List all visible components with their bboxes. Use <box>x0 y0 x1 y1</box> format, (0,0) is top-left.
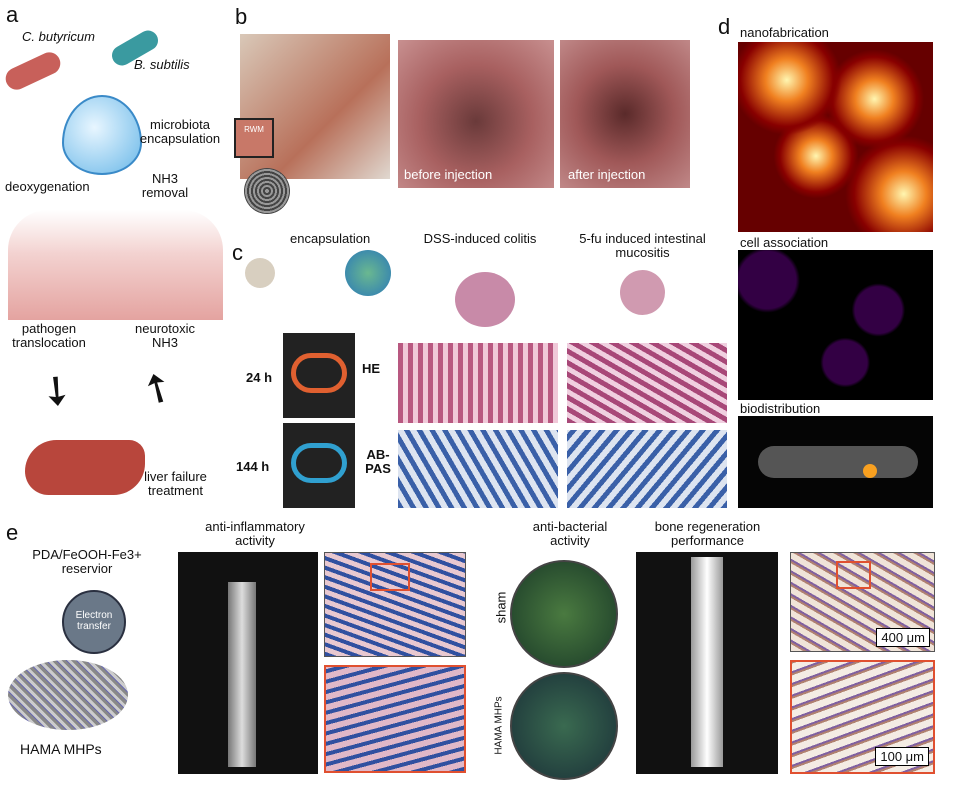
nanofabrication-label: nanofabrication <box>740 25 829 40</box>
bacterium-icon <box>2 48 64 94</box>
panel-b-letter: b <box>235 4 248 29</box>
bone-histology-zoom: 100 μm <box>790 660 935 774</box>
rwm-label: RWM <box>244 125 264 134</box>
encapsulation-label: encapsulation <box>290 231 371 246</box>
deoxygenation-label: deoxygenation <box>5 179 90 194</box>
electron-transfer-inset: Electron transfer <box>62 590 126 654</box>
bacteria-cluster-icon <box>245 258 275 288</box>
biodistribution-image <box>738 416 933 508</box>
c-butyricum-label: C. butyricum <box>22 29 95 44</box>
panel-a-letter: a <box>6 2 19 27</box>
time-24h-label: 24 h <box>246 370 273 385</box>
liver-illustration <box>25 440 145 495</box>
encapsulation-droplet <box>62 95 142 175</box>
biodistribution-label: biodistribution <box>740 401 821 416</box>
arrow-down-icon: ➘ <box>29 363 84 419</box>
inflammatory-histology-zoom <box>324 665 466 773</box>
anti-inflammatory-xray <box>178 552 318 774</box>
sham-label: sham <box>493 591 509 624</box>
bone-regeneration-ct <box>636 552 778 774</box>
electron-transfer-label: Electron transfer <box>75 610 113 632</box>
liver-failure-treatment-label: liver failure treatment <box>144 469 207 499</box>
after-injection-label: after injection <box>568 167 646 182</box>
rwm-inset: RWM <box>234 118 274 158</box>
he-label: HE <box>362 361 381 376</box>
panel-e-letter: e <box>6 520 19 545</box>
cell-association-label: cell association <box>740 235 829 250</box>
intestinal-villi-illustration <box>8 210 223 320</box>
before-injection-photo: before injection <box>398 40 554 188</box>
before-injection-label: before injection <box>404 167 493 182</box>
anti-inflammatory-label: anti-inflammatory activity <box>205 519 305 549</box>
scale-bar-100: 100 μm <box>875 747 929 766</box>
microbiota-encapsulation-label: microbiota encapsulation <box>139 117 221 147</box>
5fu-mucositis-label: 5-fu induced intestinal mucositis <box>579 231 706 261</box>
imaging-144h <box>283 423 355 508</box>
5fu-he-histology <box>567 343 727 423</box>
time-144h-label: 144 h <box>236 459 270 474</box>
neurotoxic-nh3-label: neurotoxic NH3 <box>135 321 195 351</box>
hama-plate <box>510 672 618 780</box>
after-injection-photo: after injection <box>560 40 690 188</box>
hama-mhps-label: HAMA MHPs <box>20 741 102 757</box>
scale-bar-400: 400 μm <box>876 628 930 647</box>
b-subtilis-label: B. subtilis <box>134 57 190 72</box>
reservoir-label: PDA/FeOOH-Fe3+ reservior <box>32 547 142 577</box>
pathogen-translocation-label: pathogen translocation <box>12 321 86 351</box>
dss-colitis-label: DSS-induced colitis <box>423 231 537 246</box>
anti-bacterial-label: anti-bacterial activity <box>532 519 608 549</box>
sham-plate <box>510 560 618 668</box>
panel-d-letter: d <box>718 14 731 39</box>
nanofabrication-image <box>738 42 933 232</box>
cell-association-image <box>738 250 933 400</box>
imaging-24h <box>283 333 355 418</box>
hama-plate-label: HAMA MHPs <box>493 696 505 755</box>
nh3-removal-label: NH3 removal <box>141 171 189 201</box>
encapsulated-sphere-icon <box>345 250 391 296</box>
dss-abpas-histology <box>398 430 558 508</box>
abpas-label: AB-PAS <box>365 447 391 477</box>
bone-regeneration-label: bone regeneration performance <box>654 519 761 549</box>
dss-cross-section <box>455 272 515 327</box>
hama-mhps-illustration <box>8 660 128 730</box>
bone-histology-overview: 400 μm <box>790 552 935 652</box>
dss-he-histology <box>398 343 558 423</box>
5fu-abpas-histology <box>567 430 727 508</box>
5fu-cross-section <box>620 270 665 315</box>
inflammatory-histology-overview <box>324 552 466 657</box>
panel-c-letter: c <box>232 240 243 265</box>
arrow-up-icon: ➚ <box>129 362 185 414</box>
nanoparticle-icon <box>244 168 290 214</box>
